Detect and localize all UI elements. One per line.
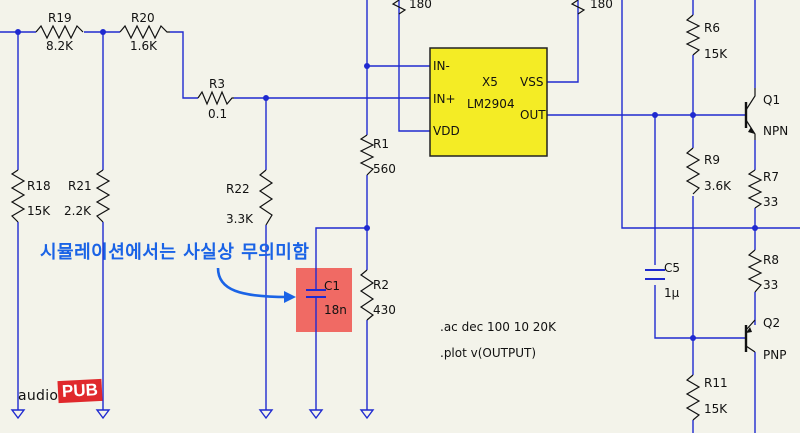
label-r1-value: 560 (373, 162, 396, 176)
label-r11-value: 15K (704, 402, 728, 416)
label-r9-ref: R9 (704, 153, 720, 167)
transistor-q1 (744, 88, 756, 140)
opamp-model: LM2904 (467, 97, 515, 111)
label-r6-ref: R6 (704, 21, 720, 35)
label-r19-ref: R19 (48, 11, 72, 25)
label-r22-ref: R22 (226, 182, 250, 196)
label-c1-ref: C1 (324, 279, 340, 293)
label-r20-value: 1.6K (130, 39, 158, 53)
annotation-arrowhead (284, 291, 296, 303)
label-r7-ref: R7 (763, 170, 779, 184)
opamp-pin-vss: VSS (520, 75, 543, 89)
label-top-left-value: 180 (409, 0, 432, 11)
label-r22-value: 3.3K (226, 212, 254, 226)
opamp-pin-vdd: VDD (433, 124, 460, 138)
label-r3-value: 0.1 (208, 107, 227, 121)
directive-plot: .plot v(OUTPUT) (440, 346, 536, 360)
label-r11-ref: R11 (704, 376, 728, 390)
ground-symbols (10, 409, 375, 420)
transistor-q2 (744, 319, 756, 353)
label-r19-value: 8.2K (46, 39, 74, 53)
logo-prefix: audio (18, 388, 59, 404)
label-q2-ref: Q2 (763, 316, 780, 330)
label-c1-value: 18n (324, 303, 347, 317)
label-r7-value: 33 (763, 195, 778, 209)
label-r20-ref: R20 (131, 11, 155, 25)
label-q2-type: PNP (763, 348, 786, 362)
directive-ac: .ac dec 100 10 20K (440, 320, 557, 334)
label-r21-value: 2.2K (64, 204, 92, 218)
label-q1-ref: Q1 (763, 93, 780, 107)
label-r6-value: 15K (704, 47, 728, 61)
opamp-ref: X5 (482, 75, 498, 89)
annotation-arrow (216, 267, 289, 299)
resistors (10, 0, 763, 421)
c1-highlight (296, 268, 352, 332)
opamp-pin-in-plus: IN+ (433, 92, 456, 106)
label-r1-ref: R1 (373, 137, 389, 151)
opamp-pin-out: OUT (520, 108, 546, 122)
label-c5-value: 1μ (664, 286, 680, 300)
label-top-right-value: 180 (590, 0, 613, 11)
label-r18-value: 15K (27, 204, 51, 218)
capacitor-c5 (645, 269, 665, 280)
label-r9-value: 3.6K (704, 179, 732, 193)
label-r21-ref: R21 (68, 179, 92, 193)
label-r3-ref: R3 (209, 77, 225, 91)
opamp-lm2904 (429, 47, 548, 157)
label-r18-ref: R18 (27, 179, 51, 193)
label-r2-ref: R2 (373, 278, 389, 292)
label-c5-ref: C5 (664, 261, 680, 275)
opamp-pin-in-minus: IN- (433, 59, 450, 73)
logo-brand: PUB (57, 378, 103, 404)
label-r2-value: 430 (373, 303, 396, 317)
label-r8-ref: R8 (763, 253, 779, 267)
label-r8-value: 33 (763, 278, 778, 292)
junctions (15, 29, 758, 341)
annotation-text: 시뮬레이션에서는 사실상 무의미함 (40, 242, 310, 263)
label-q1-type: NPN (763, 124, 788, 138)
capacitor-c1 (306, 282, 326, 300)
